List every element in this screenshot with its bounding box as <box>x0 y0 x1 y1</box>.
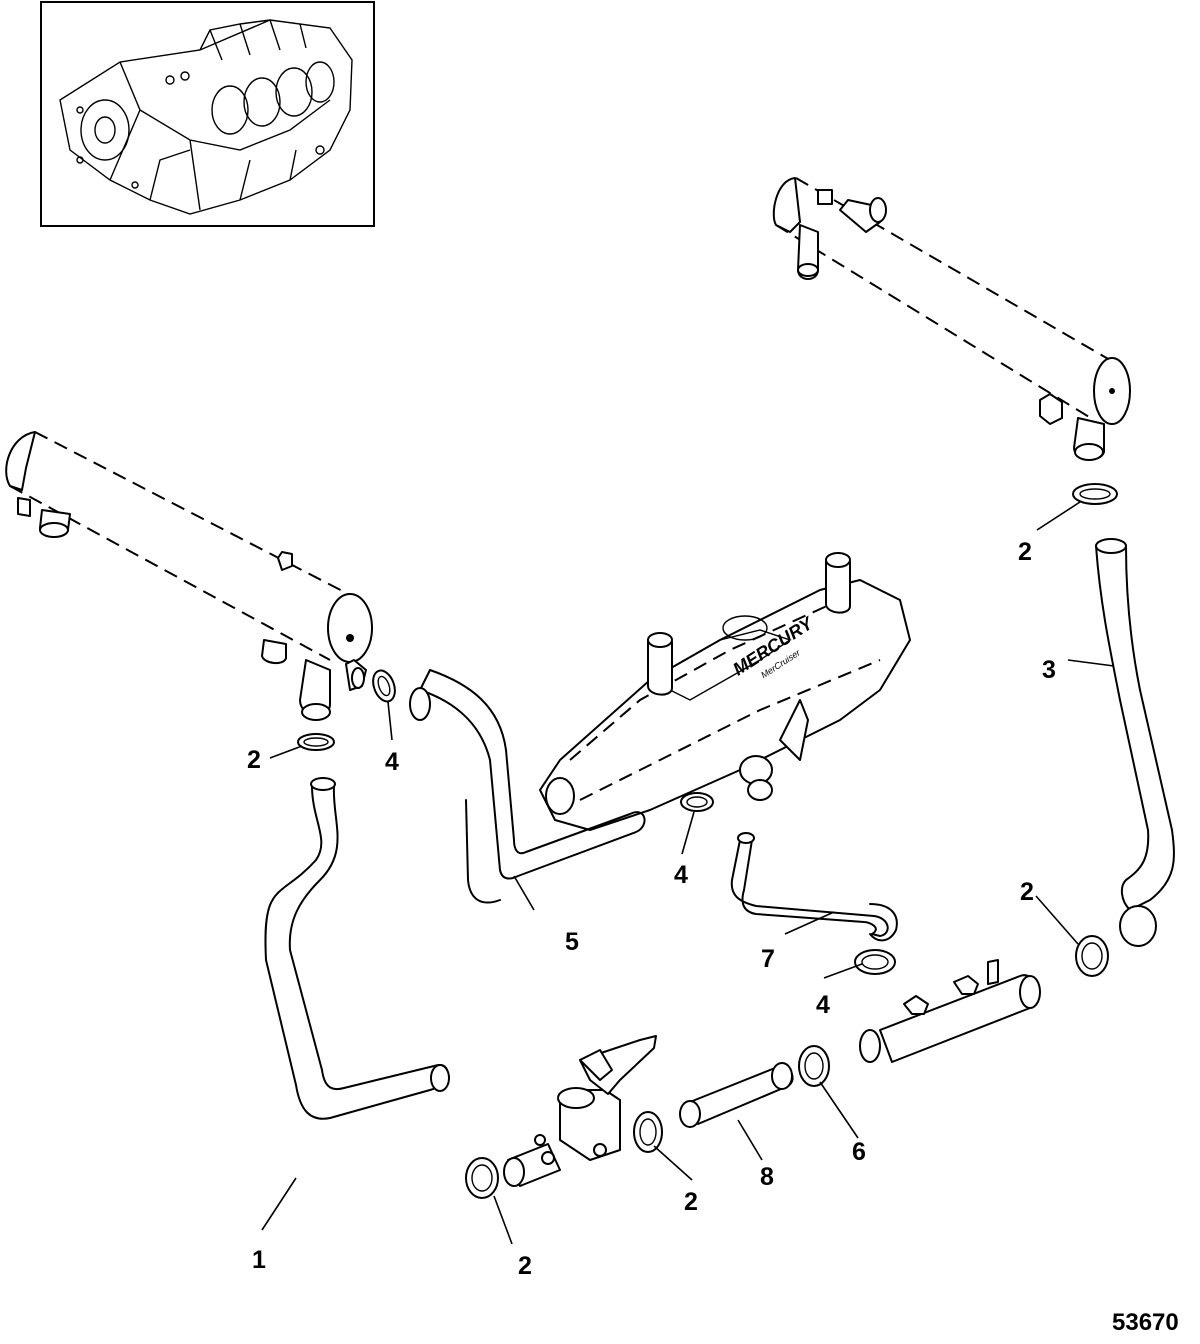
clamp-4-left <box>372 669 396 703</box>
callout-hose-5: 5 <box>565 928 579 956</box>
clamp-4-right <box>854 949 896 975</box>
callout-hose-1: 1 <box>252 1246 266 1274</box>
clamp-6 <box>798 1045 830 1087</box>
upper-left-cooler <box>5 431 373 721</box>
hose-1 <box>264 777 450 1120</box>
clamp-2-mid <box>633 1111 663 1153</box>
clamp-4-center <box>680 792 714 812</box>
figure-number: 53670 <box>1112 1309 1179 1336</box>
callout-clamp-2-bottom: 2 <box>518 1252 532 1280</box>
callout-hose-3: 3 <box>1042 656 1056 684</box>
leader-lines <box>261 501 1115 1245</box>
callout-hose-8: 8 <box>760 1163 774 1191</box>
engine-block-icon <box>59 19 353 215</box>
exhaust-manifold: MERCURY MerCruiser <box>539 552 911 831</box>
callout-clamp-2-left: 2 <box>247 746 261 774</box>
callout-clamp-2-mid: 2 <box>684 1188 698 1216</box>
clamp-2-right <box>1075 935 1109 977</box>
hose-8 <box>679 1062 794 1128</box>
clamp-2-bottom <box>465 1157 499 1199</box>
upper-right-cooler <box>772 177 1131 461</box>
clamp-2-upper-right <box>1072 483 1118 505</box>
thermostat-housing <box>503 1035 657 1187</box>
callout-clamp-4-center: 4 <box>674 861 688 889</box>
clamp-2-left <box>297 733 335 751</box>
hose-5 <box>409 669 646 904</box>
callouts: 1 2 2 2 2 2 3 4 4 4 5 6 7 8 <box>247 538 1056 1280</box>
hose-3 <box>1095 538 1175 947</box>
distribution-tee <box>859 959 1041 1063</box>
callout-hose-7: 7 <box>761 945 775 973</box>
callout-clamp-2-right-upper: 2 <box>1018 538 1032 566</box>
callout-clamp-4-right: 4 <box>816 991 830 1019</box>
callout-clamp-6: 6 <box>852 1138 866 1166</box>
callout-clamp-4-left: 4 <box>385 748 399 776</box>
engine-locator-inset <box>40 1 375 227</box>
callout-clamp-2-right-lower: 2 <box>1020 878 1034 906</box>
hose-7 <box>730 832 898 942</box>
